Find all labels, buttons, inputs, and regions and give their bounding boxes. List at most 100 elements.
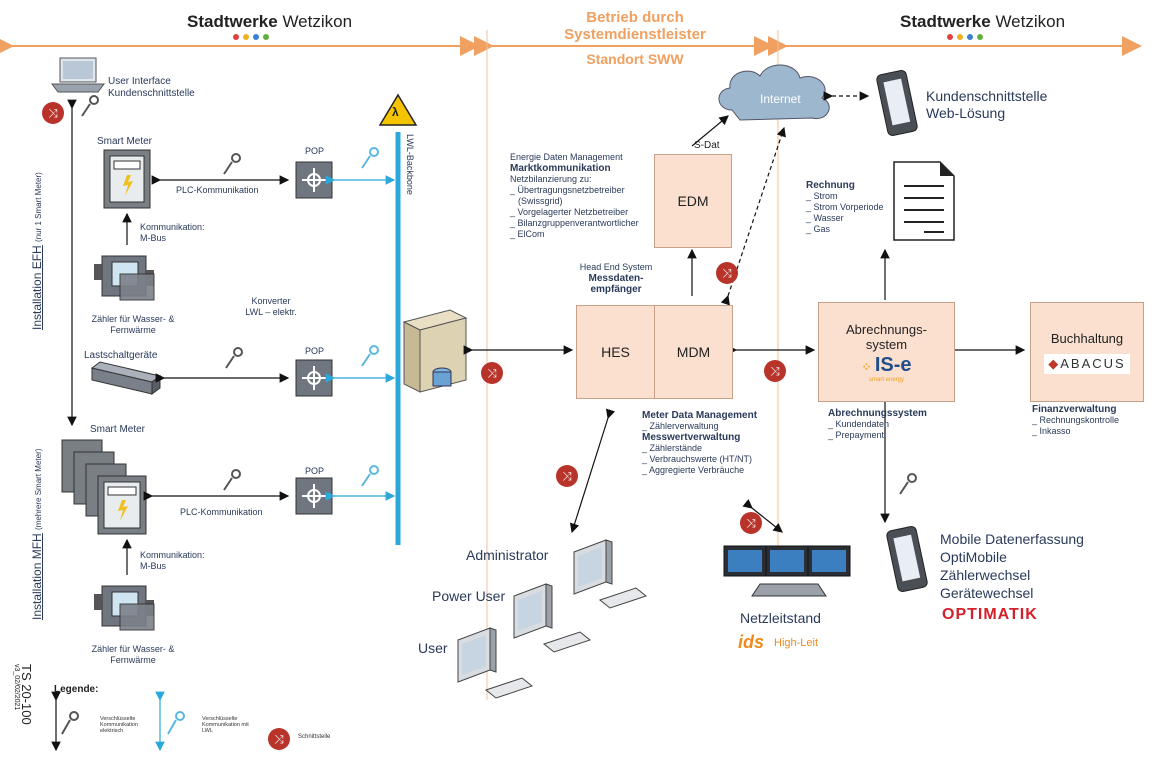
pop-label-top: POP (305, 146, 325, 156)
mobile-line1: Mobile Datenerfassung (940, 531, 1084, 547)
pop-icon-middle (295, 359, 333, 397)
hes-description: Head End System Messdaten- empfänger (578, 262, 654, 295)
hes-title1: Head End System (579, 262, 653, 272)
pop-icon-bottom (295, 477, 333, 515)
edm-description: Energie Daten Management Marktkommunikat… (510, 152, 655, 240)
plc-label-bottom: PLC-Kommunikation (180, 507, 263, 517)
brand-dots-left (233, 34, 269, 40)
abacus-logo-text: ABACUS (1060, 355, 1126, 371)
hes-users-arrow (569, 408, 616, 534)
water-meter-line1: Zähler für Wasser- & (91, 314, 175, 324)
mobile-line2: OptiMobile (940, 549, 1007, 565)
invoice-list: Strom Strom Vorperiode Wasser Gas (806, 191, 884, 235)
finance-list: Rechnungskontrolle Inkasso (1032, 415, 1120, 437)
water-meter-line1: Zähler für Wasser- & (91, 644, 175, 654)
water-meter-bottom-icon (94, 585, 155, 631)
converter-line2: LWL – elektr. (245, 307, 297, 317)
smart-meter-bottom-label: Smart Meter (90, 424, 146, 435)
mbus-label-top: Kommunikation: M-Bus (140, 222, 205, 244)
header-center-subtitle: Standort SWW (586, 51, 684, 67)
edm-swissgrid: (Swissgrid) (518, 196, 563, 206)
mdm-box[interactable]: MDM (654, 305, 733, 399)
laser-symbol: λ (392, 105, 399, 119)
invoice-document-icon (893, 161, 955, 241)
billing-title: Abrechnungssystem (828, 408, 927, 419)
edm-item: ElCom (510, 229, 655, 240)
mdm-item: Zählerstände (642, 443, 782, 454)
ui-label: User Interface Kundenschnittstelle (108, 76, 195, 100)
interface-marker-icon: ⤨ (716, 262, 738, 284)
brand-name: Wetzikon (282, 12, 353, 31)
efh-small-label: (nur 1 Smart Meter) (34, 172, 43, 242)
ids-logo: ids (738, 632, 765, 652)
load-switch-label: Lastschaltgeräte (84, 350, 158, 361)
power-user-label: Power User (432, 588, 506, 604)
internet-cloud-icon (718, 64, 830, 121)
water-meter-bottom-label: Zähler für Wasser- & Fernwärme (88, 644, 178, 666)
smart-meter-top-icon (103, 149, 151, 209)
header-center-line2: Systemdienstleister (564, 26, 706, 43)
workstation-poweruser-icon (513, 583, 592, 653)
document-version: v3_02/02/2021 (13, 664, 20, 711)
edm-box[interactable]: EDM (654, 154, 732, 248)
smart-meter-top-label: Smart Meter (97, 136, 153, 147)
edm-list: Übertragungsnetzbetreiber (510, 185, 655, 196)
edm-item: Übertragungsnetzbetreiber (510, 185, 655, 196)
billing-item: Prepayment (828, 430, 927, 441)
billing-box-line1: Abrechnungs- (846, 321, 927, 337)
interface-marker-icon: ⤨ (268, 728, 290, 750)
tablet-mobile-icon (886, 525, 928, 593)
mobile-data-label: Mobile Datenerfassung OptiMobile Zählerw… (940, 530, 1084, 602)
converter-line1: Konverter (251, 296, 291, 306)
mdm-description: Meter Data Management Zählerverwaltung M… (642, 410, 782, 476)
converter-label: Konverter LWL – elektr. (236, 296, 306, 318)
web-portal-line1: Kundenschnittstelle (926, 88, 1048, 104)
sdat-label: S-Dat (694, 140, 720, 151)
pop-label-bottom: POP (305, 466, 325, 476)
mfh-vertical-label: Installation MFH (mehrere Smart Meter) (30, 449, 44, 620)
workstation-admin-icon (573, 539, 648, 609)
edm-list-rest: Vorgelagerter Netzbetreiber Bilanzgruppe… (510, 207, 655, 240)
mdm-item: Zählerverwaltung (642, 421, 782, 432)
netzleitstand-label: Netzleitstand (740, 610, 821, 626)
mdm-internet-arrow (720, 126, 786, 306)
accounting-box-label: Buchhaltung (1050, 330, 1124, 346)
document-code: TS 20-100 (19, 664, 34, 725)
key-icons (61, 95, 917, 735)
mdm-title1: Meter Data Management (642, 410, 758, 421)
billing-description: Abrechnungssystem Kundendaten Prepayment (828, 408, 927, 441)
hes-box[interactable]: HES (576, 305, 655, 399)
mdm-item: Aggregierte Verbräuche (642, 465, 782, 476)
hes-title3: empfänger (590, 284, 642, 295)
netzleitstand-monitors-icon (723, 545, 851, 597)
internet-label: Internet (760, 92, 801, 106)
user-label: User (418, 640, 448, 656)
ise-subtitle: smart energy (868, 376, 904, 383)
efh-label: Installation EFH (30, 245, 44, 330)
invoice-item: Wasser (806, 213, 884, 224)
legend-item-electric: Verschlüsselte Kommunikation elektrisch (100, 716, 138, 734)
pop-label-middle: POP (305, 346, 325, 356)
water-meter-top-label: Zähler für Wasser- & Fernwärme (88, 314, 178, 336)
billing-system-box[interactable]: Abrechnungs- system ⁘ IS-e smart energy (818, 302, 955, 402)
brand-name: Wetzikon (995, 12, 1066, 31)
header-center-title: Betrieb durch Systemdienstleister (540, 9, 730, 43)
edm-item: Vorgelagerter Netzbetreiber (510, 207, 655, 218)
interface-marker-icon: ⤨ (740, 512, 762, 534)
accounting-box[interactable]: Buchhaltung ◆ABACUS (1030, 302, 1144, 402)
interface-marker-icon: ⤨ (481, 362, 503, 384)
edm-title2: Marktkommunikation (510, 163, 611, 174)
brand-dots-right (947, 34, 983, 40)
billing-list: Kundendaten Prepayment (828, 419, 927, 441)
edm-title3: Netzbilanzierung zu: (510, 174, 592, 184)
netzleit-arrow (742, 499, 783, 533)
smart-meter-stack-icon (61, 439, 147, 535)
finance-title: Finanzverwaltung (1032, 404, 1117, 415)
mdm-list1: Zählerverwaltung (642, 421, 782, 432)
efh-vertical-label: Installation EFH (nur 1 Smart Meter) (30, 172, 44, 330)
mbus-line2: M-Bus (140, 561, 167, 571)
administrator-label: Administrator (466, 547, 549, 563)
legend-item-interface: Schnittstelle (298, 734, 331, 740)
mobile-line4: Gerätewechsel (940, 585, 1034, 601)
